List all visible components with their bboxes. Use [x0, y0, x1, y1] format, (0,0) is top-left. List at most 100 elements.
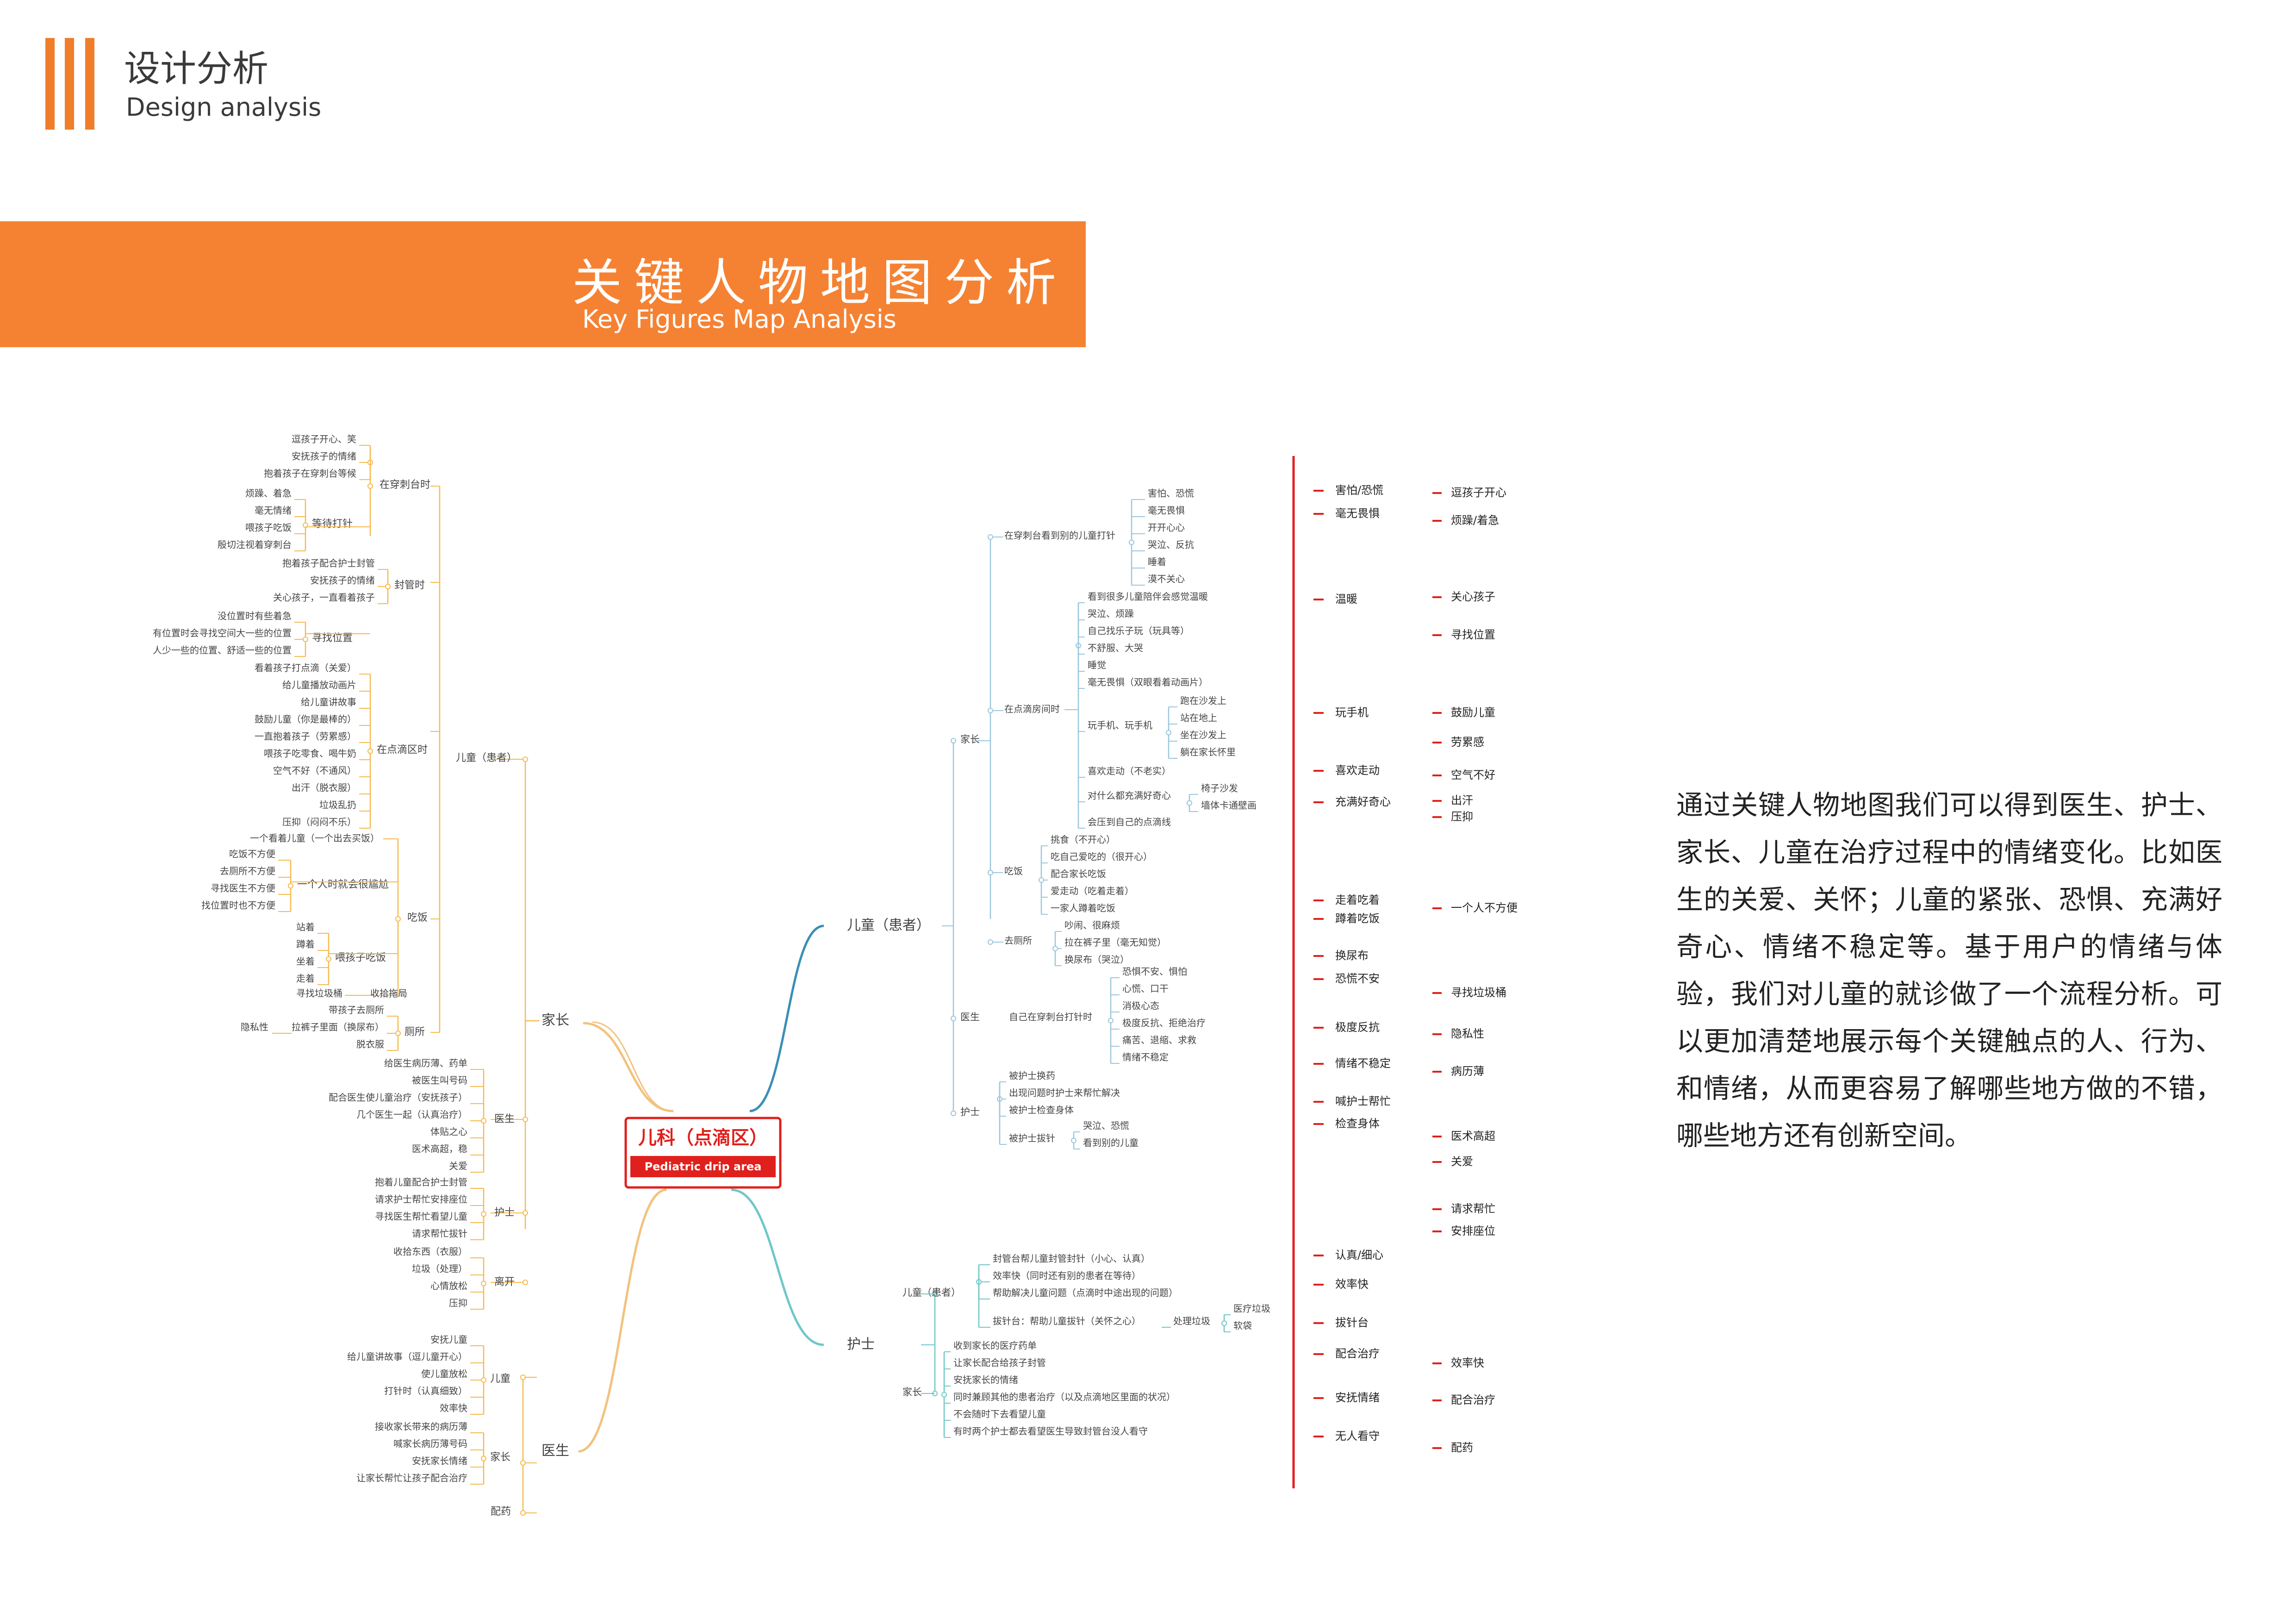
- doctor-parent-item: 安抚家长情绪: [412, 1455, 467, 1467]
- child-frontdesk-list-item: 毫无畏惧: [1148, 505, 1185, 516]
- child-play-list-item: 跑在沙发上: [1180, 695, 1226, 706]
- emotion-b-13: 医术高超: [1451, 1130, 1495, 1143]
- map-node-dot: [951, 1016, 956, 1021]
- child-doctor-frontdesk: 自己在穿刺台打针时: [1009, 1012, 1092, 1023]
- parent-feed-item: 走着: [296, 973, 315, 984]
- branch-curve-parent-inner: [592, 1021, 674, 1112]
- map-node-dot: [303, 637, 308, 642]
- child-doctor-list-item: 恐惧不安、惧怕: [1122, 966, 1187, 977]
- child-nurse-list-item: 被护士换药: [1009, 1070, 1055, 1081]
- parent-frontdesk-item: 抱着孩子在穿刺台等候: [264, 468, 356, 479]
- child-play: 玩手机、玩手机: [1088, 720, 1152, 731]
- nurse-treat-list-item: 医疗垃圾: [1233, 1303, 1270, 1314]
- map-node-dot: [1221, 1320, 1227, 1326]
- parent-branch-child: 儿童（患者）: [456, 752, 517, 764]
- map-node-dot: [1129, 539, 1134, 545]
- map-node-dot: [988, 534, 993, 540]
- parent-drip-item: 空气不好（不通风）: [273, 765, 356, 776]
- emotion-b-3: 寻找位置: [1451, 628, 1495, 641]
- parent-doctor-item: 体贴之心: [430, 1126, 467, 1137]
- parent-waiting-label: 等待打针: [312, 518, 353, 530]
- doctor-parent-item: 让家长帮忙让孩子配合治疗: [356, 1473, 467, 1484]
- emotion-b-16: 安排座位: [1451, 1224, 1495, 1237]
- parent-seat-item: 人少一些的位置、舒适一些的位置: [153, 645, 292, 656]
- map-node-dot: [481, 1118, 486, 1124]
- child-eat-list-item: 吃自己爱吃的（很开心）: [1051, 851, 1152, 862]
- parent-seat-item: 有位置时会寻找空间大一些的位置: [153, 628, 292, 639]
- emotion-b-7: 出汗: [1451, 794, 1473, 807]
- emotion-a-18: 安抚情绪: [1335, 1391, 1380, 1404]
- nurse-parent-list-item: 安抚家长的情绪: [953, 1374, 1018, 1386]
- child-toilet: 去厕所: [1004, 935, 1032, 946]
- child-doctor-list-item: 心慌、口干: [1122, 983, 1169, 994]
- map-node-dot: [395, 916, 401, 922]
- nurse-parent-list-item: 有时两个护士都去看望医生导致封管台没人看守: [953, 1426, 1148, 1437]
- branch-curve-parent: [583, 1022, 674, 1112]
- branch-nurse: 护士: [847, 1337, 875, 1353]
- emotion-b-14: 关爱: [1451, 1155, 1473, 1168]
- child-toilet-list-item: 换尿布（哭泣）: [1064, 954, 1129, 965]
- nurse-branch-child: 儿童（患者）: [902, 1287, 961, 1298]
- emotion-a-3: 玩手机: [1335, 706, 1369, 719]
- parent-alone-item: 寻找医生不方便: [211, 883, 275, 894]
- child-nurse-list-item: 出现问题时护士来帮忙解决: [1009, 1087, 1120, 1099]
- map-node-dot: [520, 1510, 526, 1516]
- parent-waiting-item: 毫无情绪: [255, 505, 292, 516]
- doctor-parent-label: 家长: [490, 1452, 510, 1463]
- map-node-dot: [951, 738, 956, 743]
- parent-eat: 吃饭: [407, 912, 428, 924]
- map-node-dot: [1187, 800, 1192, 806]
- parent-seal-item: 抱着孩子配合护士封管: [282, 558, 375, 569]
- emotion-a-2: 温暖: [1335, 593, 1357, 606]
- parent-drip-item: 出汗（脱衣服）: [292, 782, 356, 793]
- doctor-child-item: 给儿童讲故事（逗儿童开心）: [347, 1351, 467, 1362]
- emotion-b-4: 鼓励儿童: [1451, 706, 1495, 719]
- root-subtitle-band: [630, 1156, 776, 1177]
- parent-seat-label: 寻找位置: [312, 632, 353, 644]
- map-node-dot: [1108, 1018, 1114, 1024]
- parent-toilet-item: 拉裤子里面（换尿布）: [292, 1022, 384, 1033]
- emotion-b-2: 关心孩子: [1451, 590, 1495, 603]
- map-node-dot: [288, 883, 293, 889]
- child-compare: 会压到自己的点滴线: [1088, 817, 1171, 828]
- branch-parent: 家长: [541, 1012, 569, 1029]
- child-branch-doctor: 医生: [960, 1012, 980, 1023]
- parent-seal-label: 封管时: [394, 580, 425, 591]
- header-bar-2: [65, 38, 74, 130]
- map-node-dot: [520, 1374, 526, 1380]
- emotion-a-17: 配合治疗: [1335, 1347, 1380, 1360]
- child-eat-list-item: 爱走动（吃着走着）: [1051, 886, 1134, 897]
- emotion-a-0: 害怕/恐慌: [1335, 484, 1383, 497]
- nurse-parent-list-item: 同时兼顾其他的患者治疗（以及点滴地区里面的状况）: [953, 1392, 1176, 1403]
- emotion-a-6: 走着吃着: [1335, 893, 1380, 906]
- child-branch-parent: 家长: [960, 734, 980, 745]
- map-node-dot: [520, 1460, 526, 1466]
- emotion-b-9: 一个人不方便: [1451, 901, 1518, 914]
- root-subtitle: Pediatric drip area: [645, 1160, 762, 1173]
- map-node-dot: [523, 1117, 528, 1122]
- map-node-dot: [523, 1210, 528, 1216]
- child-doctor-list-item: 痛苦、退缩、求救: [1122, 1035, 1196, 1046]
- emotion-b-18: 配合治疗: [1451, 1393, 1495, 1406]
- child-play-list-item: 躺在家长怀里: [1180, 747, 1236, 758]
- parent-doctor-item: 几个医生一起（认真治疗）: [356, 1109, 467, 1120]
- emotion-b-12: 病历薄: [1451, 1065, 1484, 1078]
- parent-drip-item: 压抑（闷闷不乐）: [282, 817, 356, 828]
- parent-drip-item: 鼓励儿童（你是最棒的）: [255, 714, 356, 725]
- child-drip-room: 在点滴房间时: [1004, 704, 1060, 715]
- parent-toilet-label: 厕所: [404, 1026, 425, 1038]
- emotion-b-15: 请求帮忙: [1451, 1202, 1495, 1215]
- map-node-dot: [385, 584, 391, 589]
- map-node-dot: [988, 870, 993, 875]
- map-node-dot: [988, 939, 993, 945]
- parent-drip-item: 一直抱着孩子（劳累感）: [255, 731, 356, 742]
- emotion-b-1: 烦躁/着急: [1451, 514, 1499, 527]
- doctor-parent-item: 喊家长病历薄号码: [393, 1438, 467, 1449]
- root-node: [624, 1117, 782, 1189]
- parent-seal-item: 关心孩子，一直看着孩子: [273, 592, 375, 603]
- emotion-b-0: 逗孩子开心: [1451, 486, 1506, 499]
- emotion-a-13: 检查身体: [1335, 1117, 1380, 1130]
- parent-feed-item: 站着: [296, 922, 315, 933]
- nurse-treat-list-item: 软袋: [1233, 1320, 1252, 1331]
